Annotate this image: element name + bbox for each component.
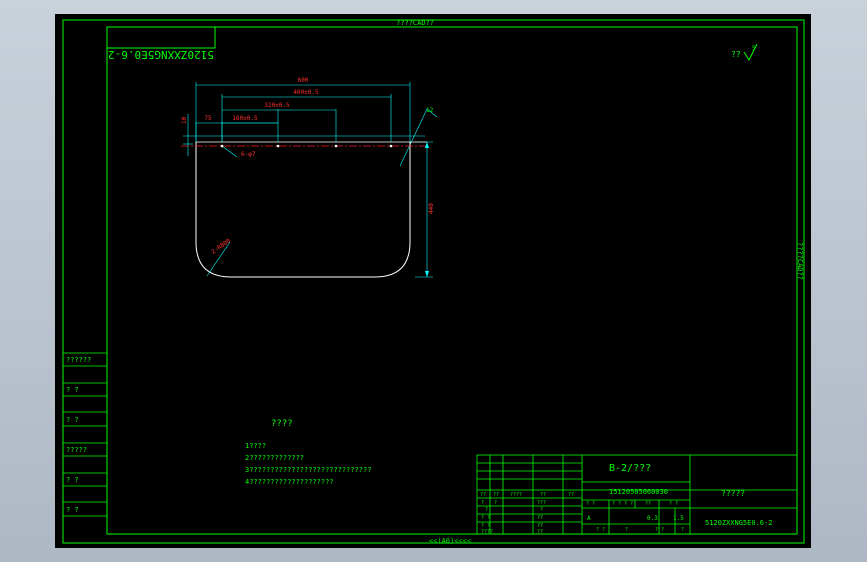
inner-border [106, 26, 798, 535]
svg-text:? ?: ? ? [596, 527, 605, 533]
svg-text:A: A [587, 515, 591, 522]
svg-text:?: ? [494, 500, 497, 506]
svg-text:? ? ? ?: ? ? ? ? [612, 501, 633, 507]
svg-text:?: ? [540, 507, 543, 513]
dim-span-b: 320±0.5 [264, 102, 290, 109]
dim-corner: 2-R800 [210, 237, 232, 255]
mirrored-code-box: 5120ZXXNG5E0.6-2 [106, 26, 216, 61]
dim-thickness: 10 [181, 116, 188, 124]
note-line: 4???????????????????? [245, 478, 334, 486]
svg-text:?: ? [625, 527, 628, 533]
notes-title: ???? [271, 419, 293, 429]
part-drawing[interactable]: 600 400±0.5 320±0.5 160±0.5 75 10 440 6-… [181, 77, 438, 278]
drawing-number: 5120ZXXNG5E0.6-2 [705, 519, 772, 527]
svg-text:? ?: ? ? [586, 501, 595, 507]
note-line: 1???? [245, 442, 266, 450]
svg-text:??: ?? [568, 492, 574, 498]
svg-text:5: 5 [752, 45, 756, 52]
title-block[interactable]: B-2/??? 15120505060030 ????? 5120ZXXNG5E… [476, 454, 798, 535]
dim-hole: 6-φ7 [241, 151, 256, 158]
code-number: 15120505060030 [609, 488, 668, 496]
svg-text:??: ?? [540, 492, 546, 498]
svg-text:? ?: ? ? [655, 527, 664, 533]
mirrored-code: 5120ZXXNG5E0.6-2 [108, 48, 214, 61]
part-outline [195, 142, 411, 278]
dim-height: 440 [428, 203, 435, 214]
left-column-label: ? ? [66, 476, 79, 484]
surface-roughness-symbol: ?? 5 [731, 43, 758, 62]
left-column-table [63, 352, 107, 517]
left-column-label: ?????? [66, 356, 91, 364]
sheet-side-label: ????CAD?? [796, 242, 804, 280]
svg-text:?: ? [485, 507, 488, 513]
svg-text:??: ?? [731, 50, 741, 59]
svg-text:??: ?? [537, 523, 543, 529]
note-line: 2????????????? [245, 454, 304, 462]
left-column-label: ? ? [66, 506, 79, 514]
material-field: ????? [721, 489, 745, 498]
svg-text:? ?: ? ? [669, 501, 678, 507]
svg-text:??: ?? [537, 529, 543, 535]
svg-text:????: ???? [510, 492, 522, 498]
dim-offset: 75 [204, 115, 212, 122]
note-line: 3????????????????????????????? [245, 466, 371, 474]
svg-text:0.3: 0.3 [647, 515, 658, 522]
technical-notes: ???? 1???? 2????????????? 3?????????????… [245, 419, 371, 486]
svg-text:???: ??? [537, 500, 546, 506]
svg-text:????: ???? [481, 529, 493, 535]
dim-span-a: 400±0.5 [293, 89, 319, 96]
svg-text:??: ?? [480, 492, 486, 498]
svg-text:??: ?? [645, 501, 651, 507]
sheet-bottom-title: <<(A0)<<<< [429, 537, 471, 545]
outer-border [62, 19, 805, 544]
left-column-label: ? ? [66, 386, 79, 394]
svg-text:?: ? [681, 527, 684, 533]
svg-text:? ?: ? ? [481, 515, 490, 521]
left-column-label: ????? [66, 446, 87, 454]
dim-span-c: 160±0.5 [232, 115, 258, 122]
svg-text:??: ?? [537, 515, 543, 521]
sheet-top-title: ????CAD?? [396, 19, 434, 27]
dim-angle: 12 [426, 107, 434, 114]
dim-overall: 600 [298, 77, 309, 84]
svg-text:1.5: 1.5 [673, 515, 684, 522]
left-column-label: ? ? [66, 416, 79, 424]
svg-text:? ?: ? ? [481, 523, 490, 529]
svg-text:?: ? [481, 500, 484, 506]
part-name: B-2/??? [609, 463, 651, 474]
cad-drawing-canvas[interactable]: ????CAD?? <<(A0)<<<< ????CAD?? 5120ZXXNG… [55, 14, 811, 548]
svg-text:??: ?? [493, 492, 499, 498]
